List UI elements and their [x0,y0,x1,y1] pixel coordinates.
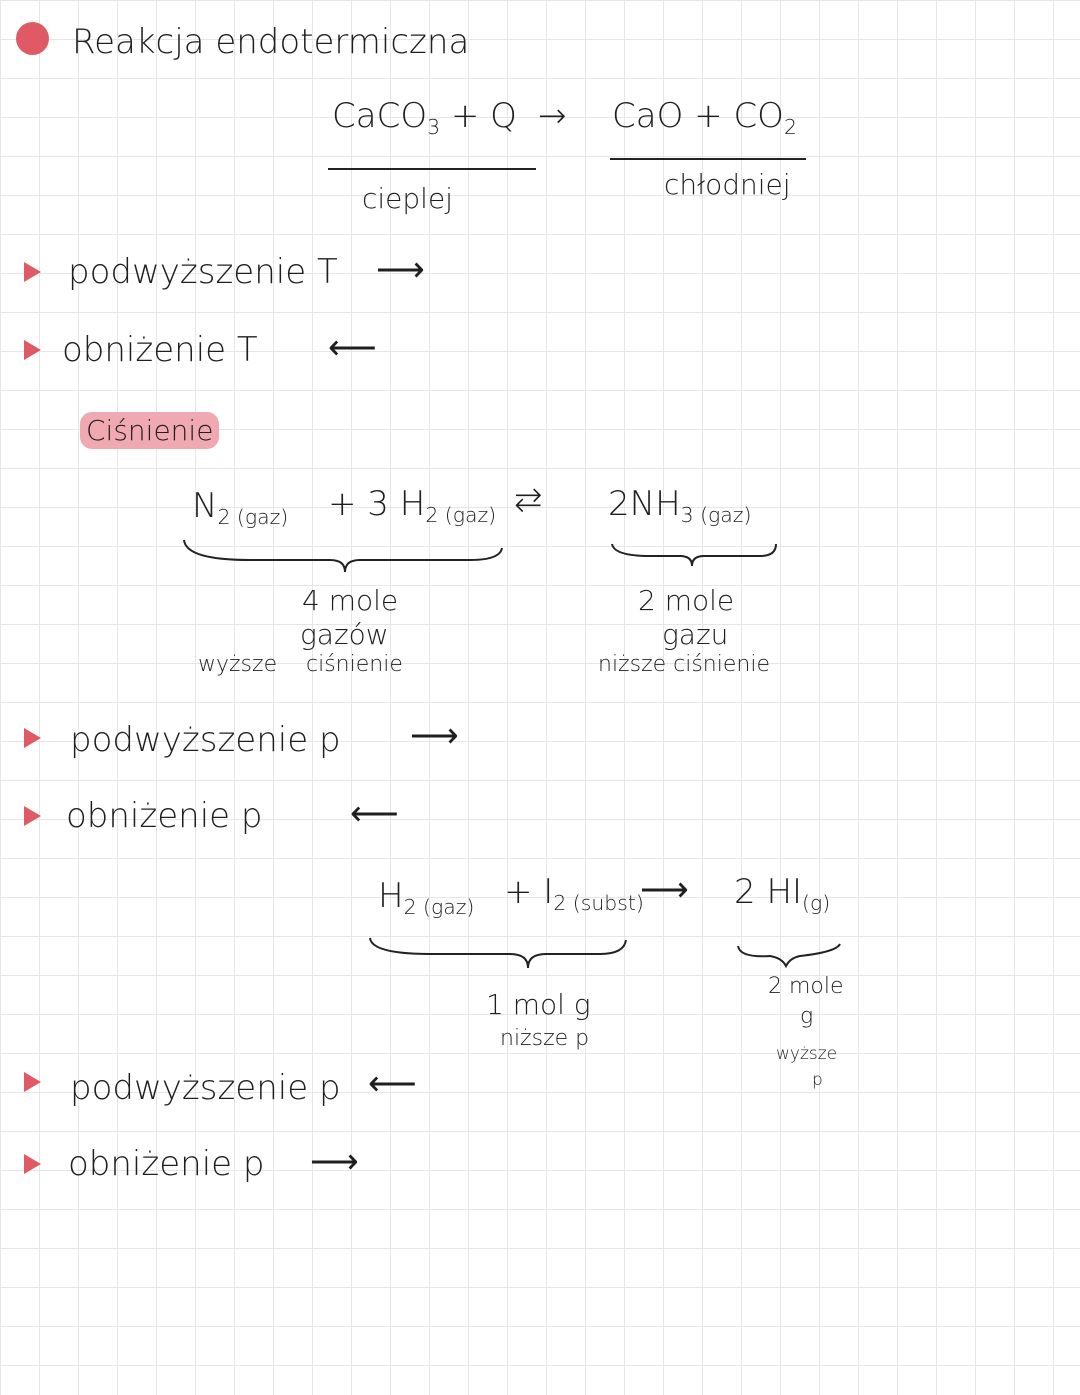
temp-rule-raise: podwyższenie T [68,252,338,292]
reaction3-hi: 2 HI(g) [734,872,831,916]
reaction3-right-g: g [800,1004,814,1029]
reaction3-i2: + I2 (subst) [504,872,644,916]
reaction3-right-moles: 2 mole [768,974,844,999]
reaction2-arrow: ⇄ [514,480,543,520]
reaction1-right-underline [610,158,806,160]
pressure-rule1-raise-arrow: ⟶ [410,716,459,756]
reaction2-right-gas: gazu [662,618,729,651]
pressure-rule1-lower: obniżenie p [66,796,263,836]
reaction3-h2: H2 (gaz) [378,876,475,920]
bullet-triangle-icon [24,262,41,282]
bullet-triangle-icon [24,806,41,826]
reaction2-n2: N2 (gaz) [192,486,289,530]
reaction1-label-right: chłodniej [664,168,791,201]
reaction1-lhs: CaCO3 + Q [332,96,517,140]
reaction3-left-pressure: niższe p [500,1026,590,1051]
reaction2-left-high: wyższe [198,652,278,677]
heading-title: Reakcja endotermiczna [72,22,470,62]
pressure-rule1-lower-arrow: ⟵ [350,794,399,834]
reaction1-arrow: → [538,96,567,136]
bullet-dot [16,22,49,55]
reaction2-right-pressure: niższe ciśnienie [598,652,770,677]
reaction2-left-moles: 4 mole [302,584,399,617]
bullet-triangle-icon [24,1072,41,1092]
pressure-rule2-raise: podwyższenie p [70,1068,341,1108]
reaction3-arrow: ⟶ [640,870,689,910]
bullet-triangle-icon [24,1154,41,1174]
section-label-pressure: Ciśnienie [80,412,220,449]
reaction3-left-moles: 1 mol g [486,988,591,1021]
reaction3-right-p: p [812,1070,823,1090]
reaction1-left-underline [328,168,536,170]
temp-rule-lower: obniżenie T [62,330,258,370]
reaction1-rhs: CaO + CO2 [612,96,797,140]
reaction2-nh3: 2NH3 (gaz) [608,484,752,528]
pressure-rule2-raise-arrow: ⟵ [368,1064,417,1104]
reaction2-h2: + 3 H2 (gaz) [328,484,497,528]
bullet-triangle-icon [24,728,41,748]
reaction2-left-pressure: ciśnienie [306,652,403,677]
temp-rule-raise-arrow: ⟶ [376,250,425,290]
bullet-triangle-icon [24,340,41,360]
reaction2-left-gas: gazów [300,618,389,651]
reaction1-label-left: cieplej [362,182,453,215]
reaction3-right-high: wyższe [776,1044,838,1064]
pressure-rule1-raise: podwyższenie p [70,720,341,760]
pressure-rule2-lower-arrow: ⟶ [310,1142,359,1182]
temp-rule-lower-arrow: ⟵ [328,328,377,368]
pressure-rule2-lower: obniżenie p [68,1144,265,1184]
reaction2-right-moles: 2 mole [638,584,735,617]
